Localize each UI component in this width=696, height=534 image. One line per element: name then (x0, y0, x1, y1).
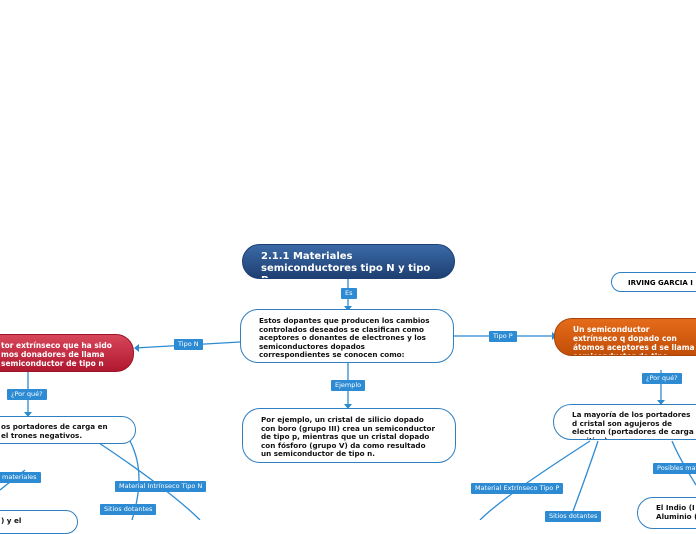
center-node-text: Estos dopantes que producen los cambios … (259, 316, 430, 360)
tag-por-que-right[interactable]: ¿Por qué? (642, 373, 682, 384)
tipo-n-node[interactable]: tor extrínseco que ha sido mos donadores… (0, 334, 134, 372)
tag-material-intrinseco[interactable]: Material Intrínseco Tipo N (115, 481, 207, 492)
tipo-p-node-text: Un semiconductor extrínseco q dopado con… (573, 325, 695, 355)
tag-tipo-p[interactable]: Tipo P (489, 331, 517, 342)
root-node[interactable]: 2.1.1 Materiales semiconductores tipo N … (242, 244, 455, 279)
tipo-p-partial-text: El Indio (I Aluminio ( (656, 503, 696, 521)
tag-tipo-n[interactable]: Tipo N (174, 339, 203, 350)
tipo-p-partial-node[interactable]: El Indio (I Aluminio ( (637, 497, 696, 529)
ejemplo-node[interactable]: Por ejemplo, un cristal de silicio dopad… (242, 408, 456, 463)
tag-es[interactable]: Es (341, 288, 357, 299)
tipo-n-node-text: tor extrínseco que ha sido mos donadores… (1, 341, 112, 368)
tag-ejemplo[interactable]: Ejemplo (331, 380, 366, 391)
tag-por-que-left[interactable]: ¿Por qué? (7, 389, 47, 400)
tag-materiales[interactable]: materiales (0, 472, 41, 483)
tag-material-extrinseco[interactable]: Material Extrínseco Tipo P (471, 483, 564, 494)
ejemplo-node-text: Por ejemplo, un cristal de silicio dopad… (261, 415, 436, 459)
tipo-p-child-text: La mayoría de los portadores d cristal s… (572, 410, 694, 439)
tipo-p-node[interactable]: Un semiconductor extrínseco q dopado con… (554, 318, 696, 356)
author-label-text: IRVING GARCIA I (628, 279, 693, 287)
tipo-n-child-node[interactable]: os portadores de carga en el trones nega… (0, 416, 136, 444)
tipo-n-partial-text: ) y el (1, 516, 22, 525)
tipo-p-child-node[interactable]: La mayoría de los portadores d cristal s… (553, 404, 696, 440)
root-node-title: 2.1.1 Materiales semiconductores tipo N … (261, 251, 431, 278)
tipo-n-partial-node[interactable]: ) y el (0, 510, 78, 534)
tag-sitios-dopantes-right[interactable]: Sitios dotantes (545, 511, 602, 522)
tag-sitios-dopantes-left[interactable]: Sitios dotantes (100, 504, 157, 515)
center-node[interactable]: Estos dopantes que producen los cambios … (240, 309, 454, 363)
author-label: IRVING GARCIA I (611, 272, 696, 292)
tag-posibles[interactable]: Posibles mat (653, 463, 696, 474)
tipo-n-child-text: os portadores de carga en el trones nega… (1, 422, 108, 440)
